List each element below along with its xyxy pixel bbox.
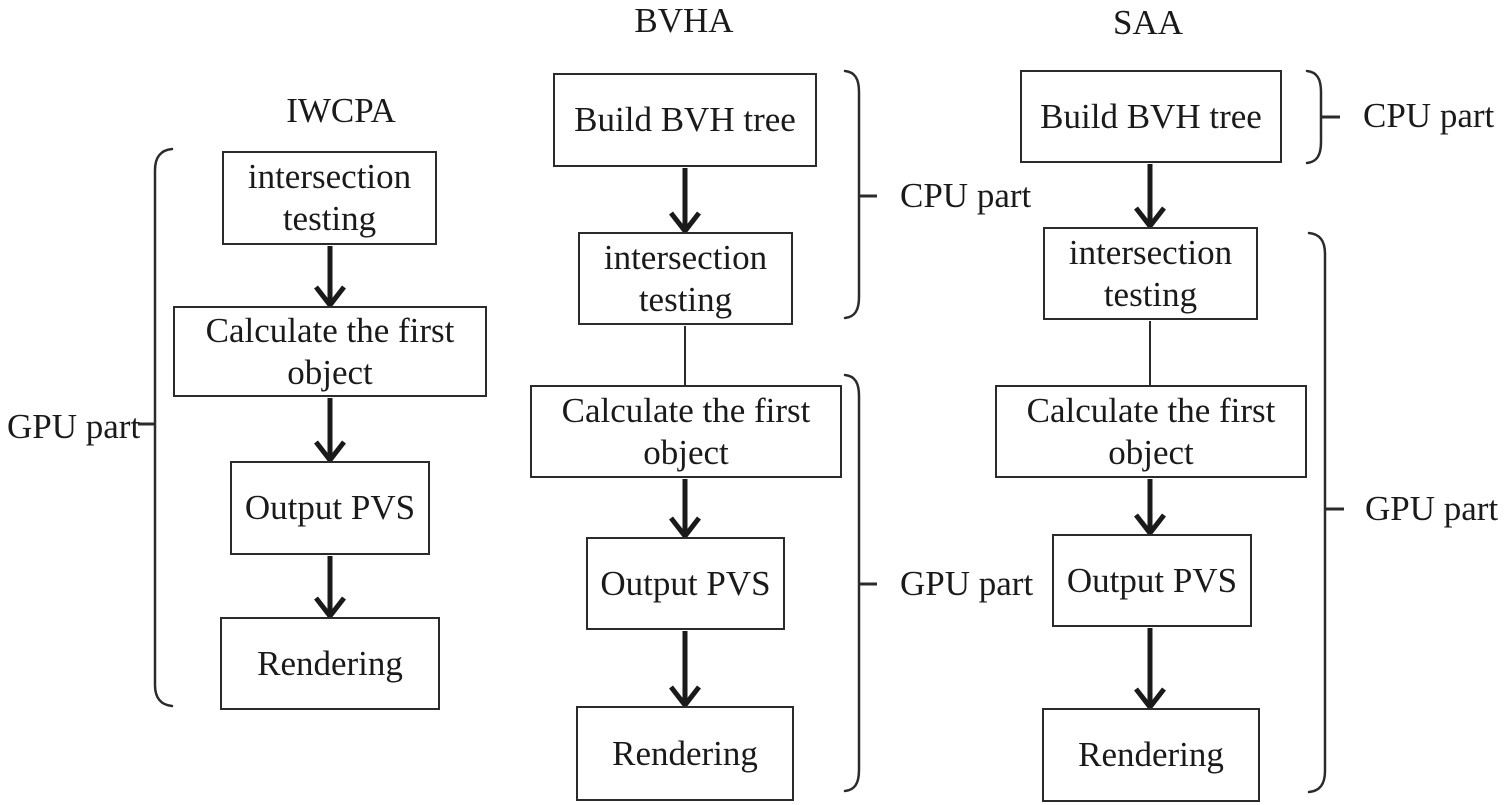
box-iwcpa-output-pvs: Output PVS	[230, 461, 430, 555]
box-bvha-calculate-first-object: Calculate the first object	[530, 385, 842, 478]
box-iwcpa-intersection-testing: intersection testing	[222, 151, 437, 245]
box-saa-output-pvs: Output PVS	[1052, 534, 1252, 627]
label-gpu-part-bvha: GPU part	[900, 564, 1034, 603]
box-iwcpa-rendering: Rendering	[220, 617, 440, 710]
box-bvha-build-bvh-tree: Build BVH tree	[553, 73, 817, 167]
box-bvha-intersection-testing: intersection testing	[578, 232, 793, 325]
arrow-iwcpa-1	[314, 246, 346, 310]
label-cpu-part-saa: CPU part	[1363, 96, 1495, 135]
column-title-iwcpa: IWCPA	[286, 91, 396, 130]
arrow-saa-2	[1134, 479, 1166, 538]
box-bvha-rendering: Rendering	[576, 706, 794, 801]
arrow-iwcpa-2	[314, 398, 346, 465]
column-title-saa: SAA	[1112, 3, 1184, 42]
box-saa-build-bvh-tree: Build BVH tree	[1020, 70, 1282, 163]
label-gpu-part-saa: GPU part	[1365, 489, 1499, 528]
label-cpu-part-bvha: CPU part	[900, 176, 1032, 215]
arrow-saa-3	[1134, 628, 1166, 712]
arrow-bvha-3	[669, 631, 701, 710]
arrow-iwcpa-3	[314, 556, 346, 621]
box-iwcpa-calculate-first-object: Calculate the first object	[173, 306, 487, 397]
column-title-bvha: BVHA	[634, 1, 734, 40]
bracket-gpu-saa	[1307, 231, 1344, 794]
bracket-gpu-bvha	[843, 373, 877, 793]
arrow-bvha-1	[669, 168, 701, 236]
box-bvha-output-pvs: Output PVS	[586, 537, 785, 630]
box-saa-calculate-first-object: Calculate the first object	[995, 385, 1307, 478]
box-saa-intersection-testing: intersection testing	[1043, 227, 1258, 320]
arrow-saa-1	[1134, 164, 1166, 231]
label-gpu-part-iwcpa: GPU part	[7, 407, 141, 446]
bracket-gpu-iwcpa	[138, 147, 174, 708]
bracket-cpu-saa	[1305, 69, 1340, 165]
box-saa-rendering: Rendering	[1042, 708, 1260, 802]
arrow-bvha-2	[669, 479, 701, 541]
bracket-cpu-bvha	[843, 69, 877, 320]
